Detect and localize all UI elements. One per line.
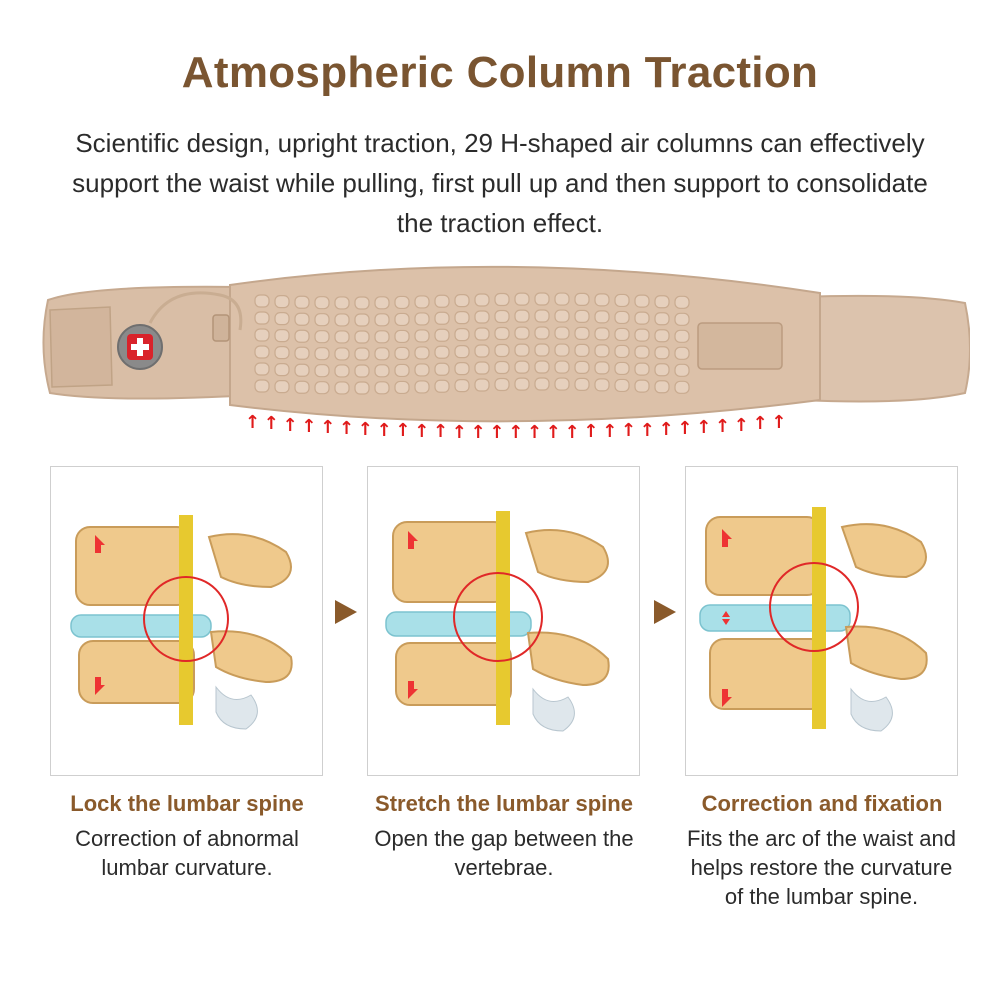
up-arrow-icon: ↑ [489, 421, 505, 443]
spine-illustration-stretch [385, 511, 610, 732]
up-arrow-icon: ↑ [301, 415, 317, 437]
up-arrow-icon: ↑ [545, 421, 561, 443]
panel-correction [685, 466, 958, 776]
step-description: Fits the arc of the waist and helps rest… [686, 826, 957, 909]
page-title: Atmospheric Column Traction [181, 48, 819, 97]
up-arrow-icon: ↑ [715, 415, 731, 437]
panel-stretch [367, 466, 640, 776]
traction-arrows: ↑↑↑↑↑↑↑↑↑↑↑↑↑↑↑↑↑↑↑↑↑↑↑↑↑↑↑↑↑ [245, 412, 795, 442]
up-arrow-icon: ↑ [752, 413, 768, 435]
up-arrow-icon: ↑ [414, 420, 430, 442]
up-arrow-icon: ↑ [602, 420, 618, 442]
spine-illustration-lock [70, 515, 293, 730]
up-arrow-icon: ↑ [508, 422, 524, 443]
up-arrow-icon: ↑ [677, 417, 693, 439]
up-arrow-icon: ↑ [451, 421, 467, 443]
up-arrow-icon: ↑ [245, 412, 261, 433]
up-arrow-icon: ↑ [658, 418, 674, 440]
step-arrow-1 [333, 598, 359, 631]
panel-lock [50, 466, 323, 776]
up-arrow-icon: ↑ [282, 414, 298, 436]
step-title: Correction and fixation [701, 791, 943, 816]
step-title: Stretch the lumbar spine [375, 791, 633, 816]
step-description: Correction of abnormal lumbar curvature. [75, 826, 299, 880]
up-arrow-icon: ↑ [357, 418, 373, 440]
up-arrow-icon: ↑ [470, 421, 486, 443]
up-arrow-icon: ↑ [320, 416, 336, 438]
up-arrow-icon: ↑ [339, 417, 355, 439]
up-arrow-icon: ↑ [696, 416, 712, 438]
step-caption-lock: Lock the lumbar spine Correction of abno… [37, 790, 337, 882]
spine-illustration-correction [699, 507, 928, 732]
step-description: Open the gap between the vertebrae. [374, 826, 634, 880]
up-arrow-icon: ↑ [527, 421, 543, 443]
belt-image [30, 255, 971, 445]
up-arrow-icon: ↑ [564, 421, 580, 443]
step-arrow-2 [652, 598, 678, 631]
step-title: Lock the lumbar spine [70, 791, 304, 816]
up-arrow-icon: ↑ [376, 419, 392, 441]
page-description: Scientific design, upright traction, 29 … [72, 128, 928, 238]
up-arrow-icon: ↑ [395, 420, 411, 442]
up-arrow-icon: ↑ [733, 414, 749, 436]
up-arrow-icon: ↑ [771, 412, 787, 433]
step-caption-stretch: Stretch the lumbar spine Open the gap be… [354, 790, 654, 882]
up-arrow-icon: ↑ [433, 421, 449, 443]
step-caption-correction: Correction and fixation Fits the arc of … [672, 790, 972, 911]
up-arrow-icon: ↑ [263, 413, 279, 435]
up-arrow-icon: ↑ [621, 420, 637, 442]
up-arrow-icon: ↑ [583, 421, 599, 443]
up-arrow-icon: ↑ [639, 419, 655, 441]
